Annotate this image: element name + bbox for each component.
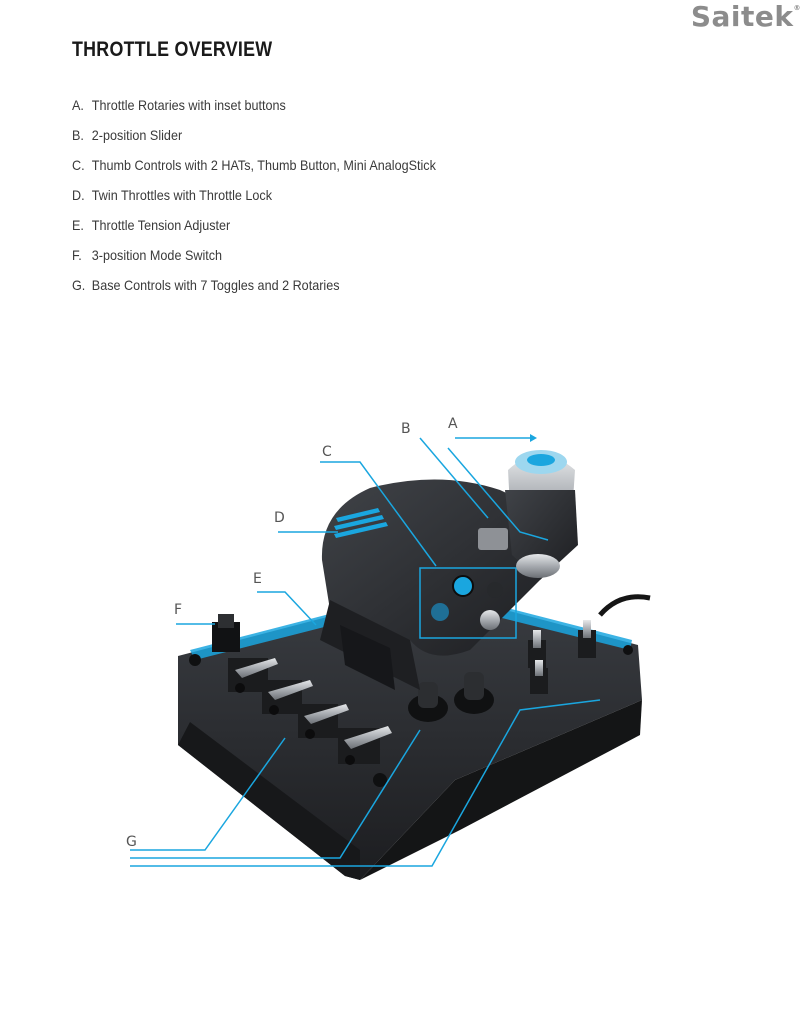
leader-b: [419, 437, 489, 519]
toggle-switch-group: [228, 620, 596, 765]
page-title: THROTTLE OVERVIEW: [72, 38, 273, 61]
thumb-controls-frame: [419, 567, 517, 639]
brand-registered-mark: ®: [793, 4, 801, 12]
thumb-button: [431, 603, 449, 621]
callout-b: B: [401, 421, 411, 437]
screw: [623, 645, 633, 655]
callout-e: E: [253, 571, 262, 587]
list-item: E. Throttle Tension Adjuster: [72, 216, 443, 235]
hat-switch: [487, 582, 503, 598]
list-item: C. Thumb Controls with 2 HATs, Thumb Butt…: [72, 156, 443, 175]
list-item: F. 3-position Mode Switch: [72, 246, 443, 265]
list-item: A. Throttle Rotaries with inset buttons: [72, 96, 443, 115]
screw: [189, 654, 201, 666]
feature-list: A. Throttle Rotaries with inset buttons B…: [72, 96, 484, 306]
mode-switch: [212, 614, 240, 652]
brand-name: Saitek: [690, 0, 794, 33]
toggle-switch: [530, 660, 548, 694]
item-text: Thumb Controls with 2 HATs, Thumb Button…: [91, 157, 436, 173]
screw: [373, 773, 387, 787]
item-letter: G.: [72, 277, 86, 293]
item-letter: F.: [72, 247, 82, 263]
callout-f: F: [174, 602, 182, 618]
item-letter: A.: [72, 97, 84, 113]
item-letter: D.: [72, 187, 85, 203]
list-item: D. Twin Throttles with Throttle Lock: [72, 186, 443, 205]
item-text: Throttle Rotaries with inset buttons: [91, 97, 286, 113]
lower-rotary: [516, 554, 560, 578]
leader-c: [320, 461, 437, 567]
toggle-switch: [228, 658, 278, 693]
list-item: B. 2-position Slider: [72, 126, 443, 145]
item-letter: B.: [72, 127, 84, 143]
leader-e: [257, 591, 317, 626]
item-letter: C.: [72, 157, 85, 173]
base-front-side: [178, 722, 360, 880]
toggle-switch: [338, 726, 392, 765]
item-text: 2-position Slider: [91, 127, 183, 143]
top-rotary: [505, 450, 578, 580]
callout-c: C: [322, 444, 332, 460]
arrow-head: [530, 434, 537, 442]
item-text: Twin Throttles with Throttle Lock: [91, 187, 273, 203]
leader-g-2: [130, 729, 421, 859]
callout-d: D: [274, 510, 285, 526]
callout-g: G: [126, 834, 137, 850]
hat-switch: [452, 575, 474, 597]
item-text: Base Controls with 7 Toggles and 2 Rotar…: [91, 277, 340, 293]
leader-a-lower: [447, 447, 549, 541]
throttle-handle: [320, 479, 560, 690]
item-text: Throttle Tension Adjuster: [91, 217, 231, 233]
callout-a: A: [448, 416, 458, 432]
usb-cable: [598, 594, 651, 617]
rotary-knob: [454, 672, 494, 714]
leader-g-3: [130, 699, 601, 867]
list-item: G. Base Controls with 7 Toggles and 2 Rot…: [72, 276, 443, 295]
toggle-switch: [298, 704, 349, 739]
slider-switch: [478, 528, 508, 550]
rotary-knob: [408, 682, 448, 722]
handle-lever-slot: [340, 625, 395, 690]
brand-logo: Saitek®: [691, 0, 801, 33]
item-text: 3-position Mode Switch: [91, 247, 223, 263]
handle-accent-stripes: [334, 508, 388, 538]
item-letter: E.: [72, 217, 84, 233]
toggle-switch: [262, 680, 313, 715]
toggle-switch: [578, 620, 596, 658]
base-right-side: [360, 700, 642, 880]
leader-lines: [130, 437, 601, 867]
leader-g-1: [130, 737, 286, 851]
mini-analog-stick: [480, 610, 500, 630]
